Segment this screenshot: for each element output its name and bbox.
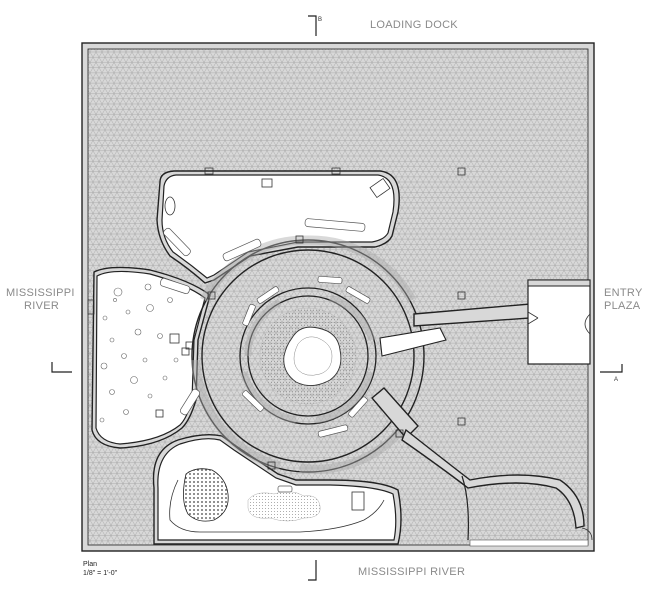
plan-title: Plan (83, 561, 97, 568)
central-pool (259, 307, 357, 405)
benches (159, 218, 371, 493)
plan-scale: 1/8" = 1'-0" (83, 570, 118, 577)
entry-plaza-label-line2: PLAZA (604, 300, 641, 312)
section-marker-a: A (51, 362, 623, 383)
south-door (469, 527, 593, 547)
west-river-label-line2: RIVER (24, 300, 59, 312)
entry-vestibule (527, 279, 591, 365)
entry-plaza-label-line1: ENTRY (604, 287, 643, 299)
section-marker-b: B (308, 15, 322, 581)
west-river-label-line1: MISSISSIPPI (6, 287, 75, 299)
columns (185, 167, 466, 470)
section-a-label: A (614, 377, 618, 383)
gallery-room-south (152, 433, 402, 545)
loading-dock-label: LOADING DOCK (370, 19, 458, 31)
section-b-label: B (318, 17, 322, 23)
gallery-room-north (156, 167, 400, 284)
outer-ring (191, 235, 425, 474)
south-river-label: MISSISSIPPI RIVER (358, 566, 465, 578)
gallery-room-west (87, 266, 211, 449)
inner-ring (239, 287, 377, 425)
